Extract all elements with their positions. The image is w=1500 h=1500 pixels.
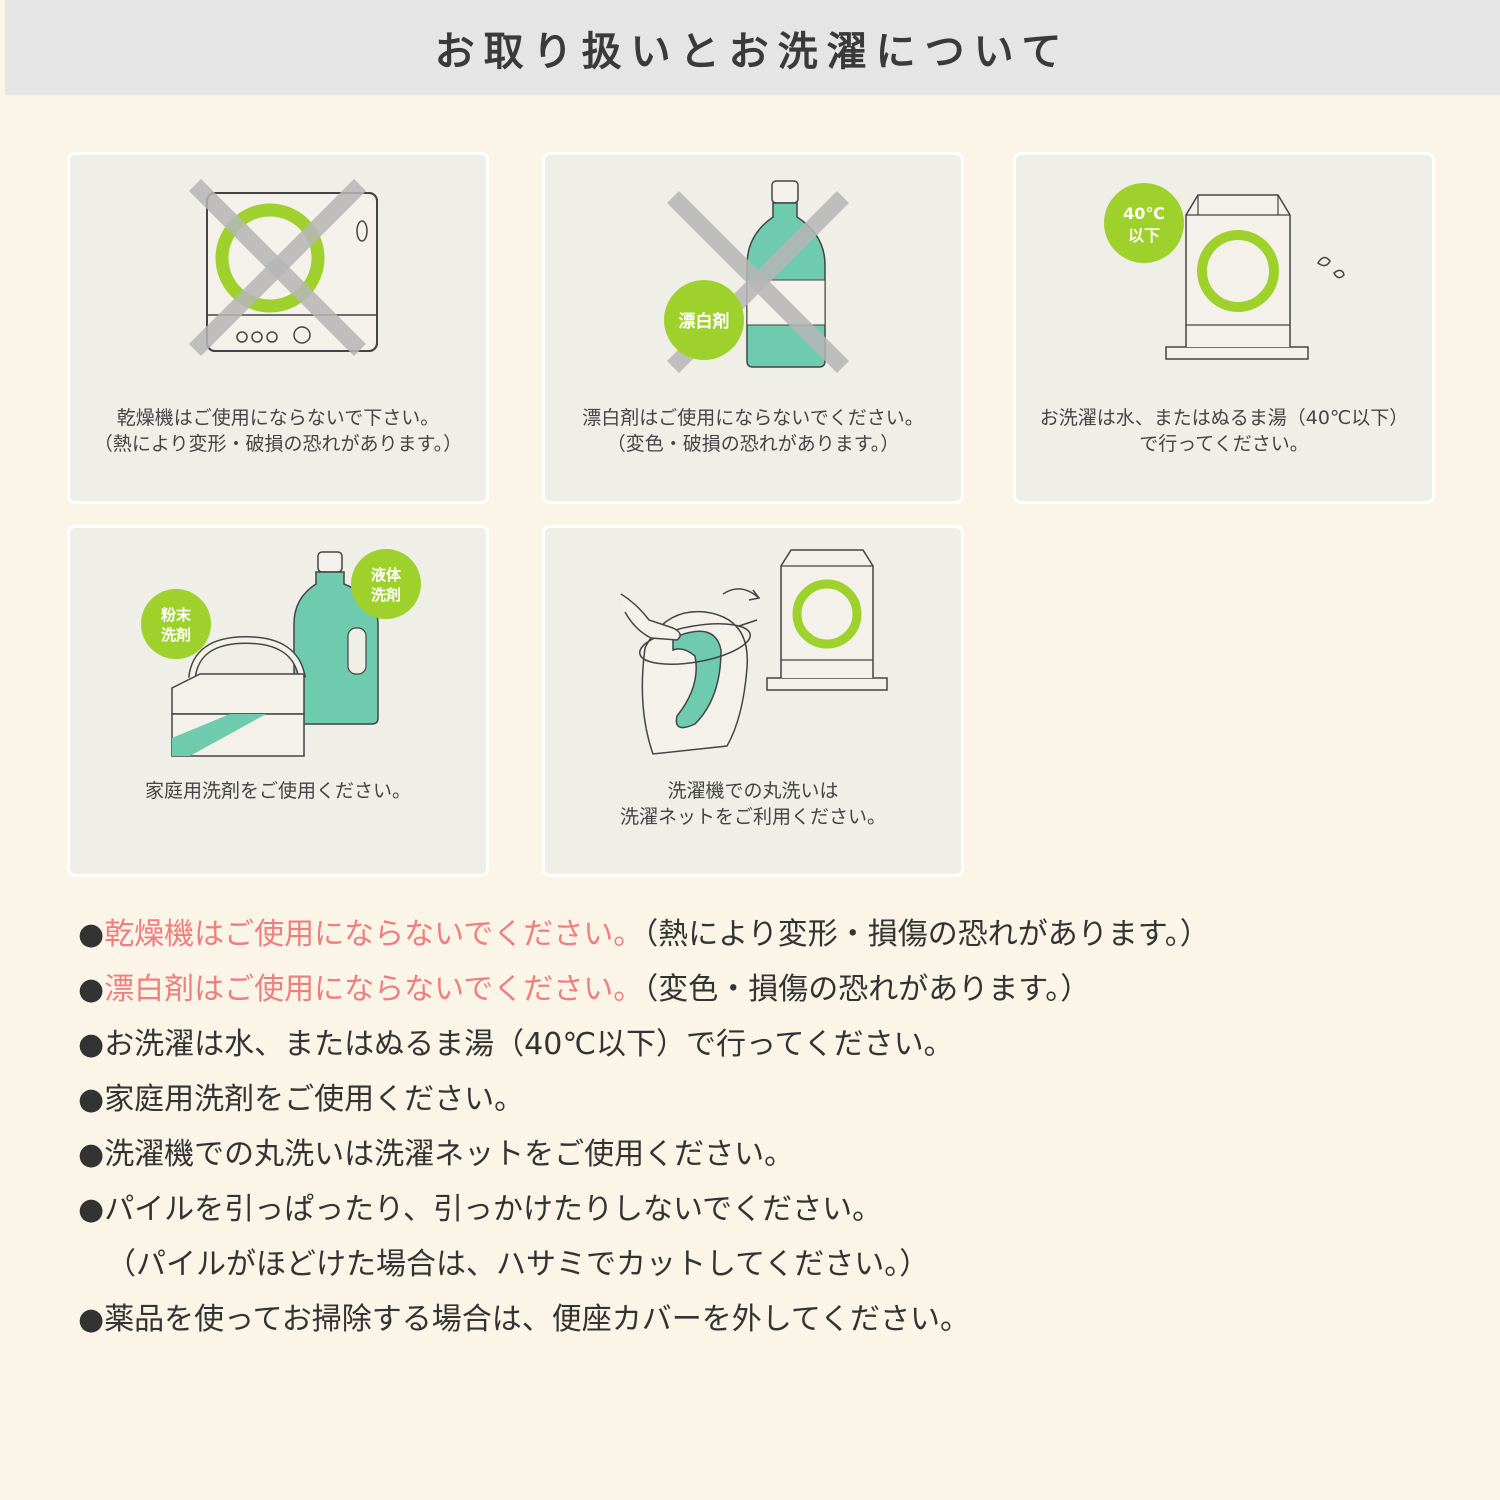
- card-caption-line1: 洗濯機での丸洗いは: [667, 780, 839, 802]
- note-item: ●パイルを引っぱったり、引っかけたりしないでください。: [78, 1187, 1210, 1242]
- temperature-badge-line1: 40℃: [1123, 204, 1165, 223]
- card-detergent: 粉末 洗剤 液体 洗剤 家庭用洗剤をご使用ください。: [67, 525, 489, 877]
- card-caption-line2: で行ってください。: [1139, 433, 1309, 455]
- bullet-icon: ●: [78, 1027, 105, 1062]
- note-item: ●薬品を使ってお掃除する場合は、便座カバーを外してください。: [78, 1297, 1210, 1352]
- card-caption-line1: 乾燥機はご使用にならないで下さい。: [116, 407, 440, 429]
- note-text: （パイルがほどけた場合は、ハサミでカットしてください。）: [106, 1247, 930, 1282]
- card-caption-line1: 家庭用洗剤をご使用ください。: [144, 780, 411, 802]
- bullet-icon: ●: [78, 1137, 105, 1172]
- note-item: ●乾燥機はご使用にならないでください。（熱により変形・損傷の恐れがあります。）: [78, 912, 1210, 967]
- note-text: お洗濯は水、またはぬるま湯（40℃以下）で行ってください。: [104, 1027, 954, 1062]
- washing-machine-icon: 40℃ 以下: [1104, 183, 1345, 360]
- laundry-net-icon: [620, 549, 888, 755]
- note-item: ●お洗濯は水、またはぬるま湯（40℃以下）で行ってください。: [78, 1022, 1210, 1077]
- detergent-icon: 粉末 洗剤 液体 洗剤: [141, 549, 421, 757]
- note-item: ●漂白剤はご使用にならないでください。（変色・損傷の恐れがあります。）: [78, 967, 1210, 1022]
- card-wash-temperature: 40℃ 以下 お洗濯は水、またはぬるま湯（40℃以下） で行ってください。: [1013, 152, 1435, 504]
- note-text: パイルを引っぱったり、引っかけたりしないでください。: [104, 1192, 883, 1227]
- card-caption-line2: 洗濯ネットをご利用ください。: [619, 806, 886, 828]
- card-caption-line2: （熱により変形・破損の恐れがあります。）: [93, 433, 463, 455]
- powder-badge-line1: 粉末: [161, 606, 192, 624]
- bullet-icon: ●: [78, 1082, 105, 1117]
- note-text: 洗濯機での丸洗いは洗濯ネットをご使用ください。: [104, 1137, 795, 1172]
- bullet-icon: ●: [78, 1302, 105, 1337]
- note-warning: 乾燥機はご使用にならないでください。: [104, 917, 644, 952]
- bleach-prohibited-icon: 漂白剤: [664, 180, 850, 374]
- card-laundry-net: 洗濯機での丸洗いは 洗濯ネットをご利用ください。: [542, 525, 964, 877]
- note-warning: 漂白剤はご使用にならないでください。: [104, 972, 644, 1007]
- note-item: ●家庭用洗剤をご使用ください。: [78, 1077, 1210, 1132]
- bullet-icon: ●: [78, 972, 105, 1007]
- bleach-badge: 漂白剤: [679, 311, 730, 332]
- card-caption-line1: 漂白剤はご使用にならないでください。: [582, 407, 924, 429]
- note-text: 家庭用洗剤をご使用ください。: [104, 1082, 525, 1117]
- powder-badge-line2: 洗剤: [161, 626, 191, 644]
- header-bar: お取り扱いとお洗濯について: [5, 0, 1500, 95]
- bullet-icon: ●: [78, 1192, 105, 1227]
- dryer-prohibited-icon: [188, 178, 378, 357]
- temperature-badge-line2: 以下: [1128, 226, 1160, 245]
- note-text: （熱により変形・損傷の恐れがあります。）: [643, 917, 1210, 952]
- card-no-dryer: 乾燥機はご使用にならないで下さい。 （熱により変形・破損の恐れがあります。）: [67, 152, 489, 504]
- card-caption-line1: お洗濯は水、またはぬるま湯（40℃以下）: [1039, 407, 1409, 429]
- liquid-badge-line1: 液体: [371, 566, 402, 584]
- care-notes-list: ●乾燥機はご使用にならないでください。（熱により変形・損傷の恐れがあります。） …: [78, 912, 1210, 1352]
- note-item: ●洗濯機での丸洗いは洗濯ネットをご使用ください。: [78, 1132, 1210, 1187]
- note-item-sub: （パイルがほどけた場合は、ハサミでカットしてください。）: [78, 1242, 1210, 1297]
- note-text: （変色・損傷の恐れがあります。）: [643, 972, 1091, 1007]
- card-no-bleach: 漂白剤 漂白剤はご使用にならないでください。 （変色・破損の恐れがあります。）: [542, 152, 964, 504]
- card-caption-line2: （変色・破損の恐れがあります。）: [606, 433, 900, 455]
- liquid-badge-line2: 洗剤: [371, 586, 401, 604]
- bullet-icon: ●: [78, 917, 105, 952]
- page-title: お取り扱いとお洗濯について: [434, 28, 1071, 75]
- note-text: 薬品を使ってお掃除する場合は、便座カバーを外してください。: [104, 1302, 970, 1337]
